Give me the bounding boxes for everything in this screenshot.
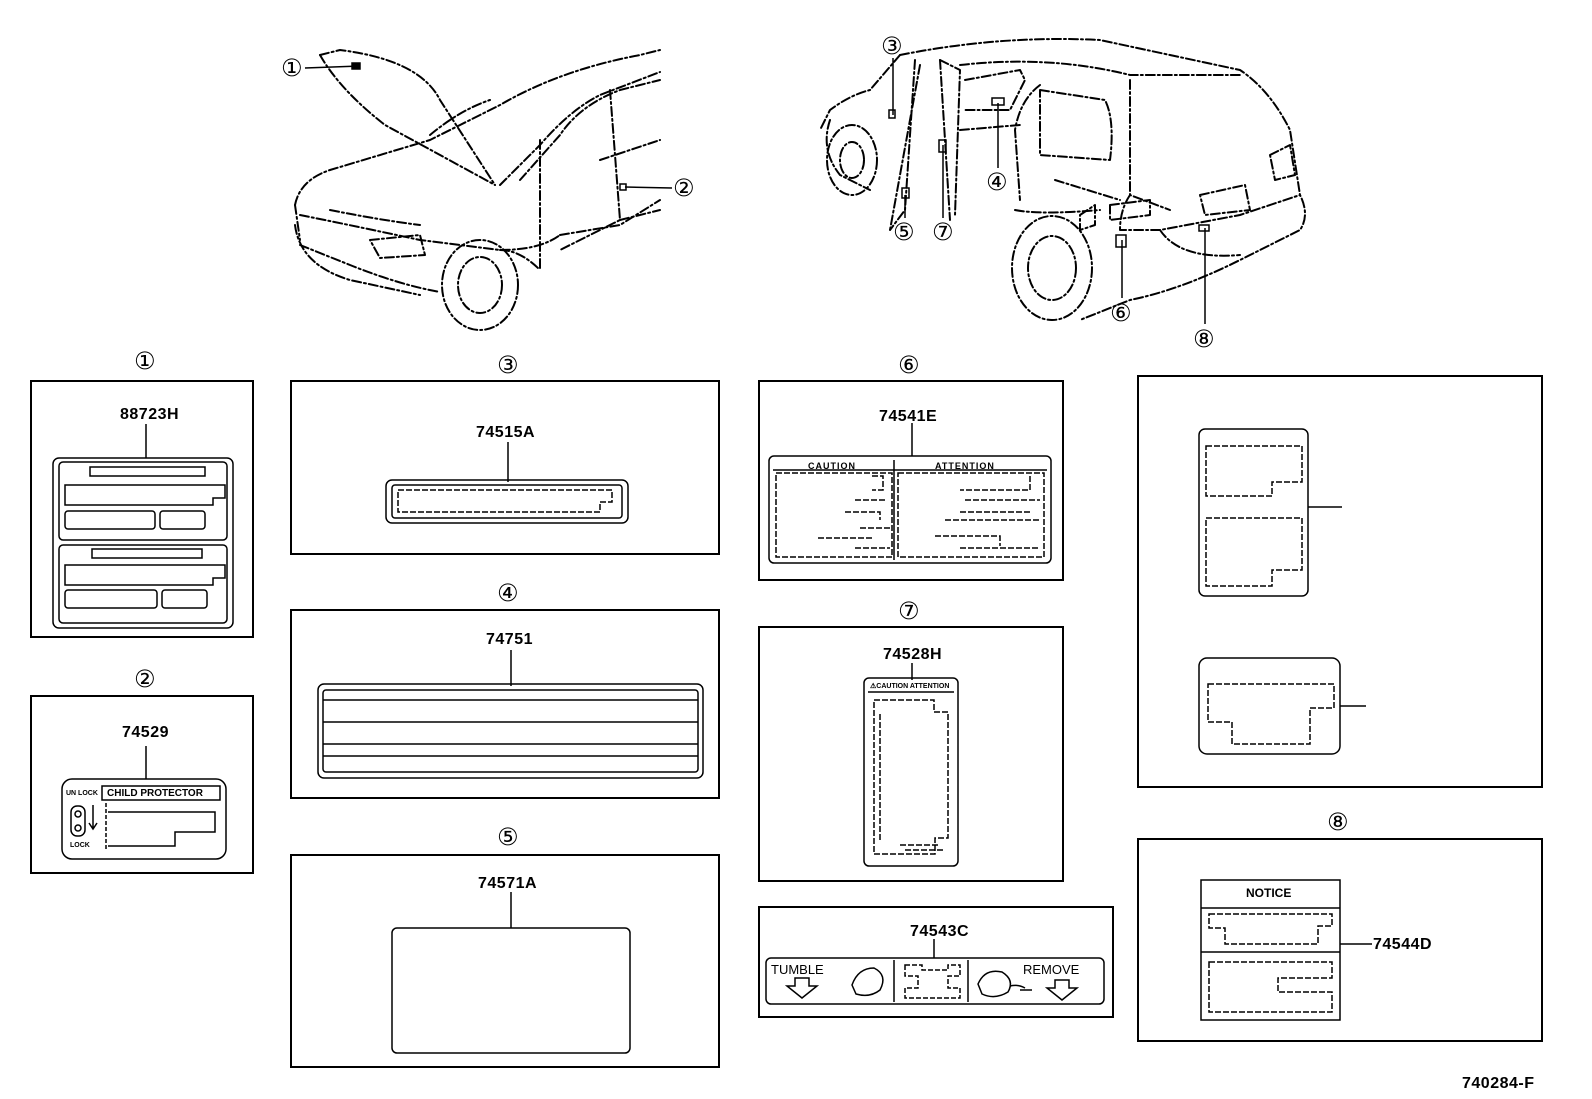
panel-4: 74751 [290,609,720,799]
panel-8-notice-text: NOTICE [1246,886,1292,900]
panel-2-number: ② [134,665,156,693]
callout-6: ⑥ [1110,299,1132,327]
part-number-74751: 74751 [486,631,533,648]
lock-label: LOCK [70,842,90,849]
diagram-code: 740284-F [1462,1075,1535,1092]
callout-1: ① [281,54,303,82]
callout-4: ④ [986,168,1008,196]
unlock-label: UN LOCK [66,790,98,797]
caution-heading: CAUTION [808,461,856,471]
panel-3: 74515A [290,380,720,555]
panel-8-number: ⑧ [1327,808,1349,836]
callout-7: ⑦ [932,218,954,246]
part-number-74571A: 74571A [478,875,538,892]
panel-4-number: ④ [497,579,519,607]
part-number-74529: 74529 [122,724,169,741]
panel-6-number: ⑥ [898,351,920,379]
callout-3: ③ [881,32,903,60]
part-number-74515A: 74515A [476,424,536,441]
caution-attention-header: ⚠CAUTION ATTENTION [870,683,950,690]
child-protector-label: CHILD PROTECTOR [107,788,203,799]
part-number-74541E: 74541E [879,408,938,425]
panel-7-number: ⑦ [898,597,920,625]
panel-3-number: ③ [497,351,519,379]
panel-1: 88723H [30,380,254,638]
tumble-label: TUMBLE [771,962,824,977]
part-number-74528H: 74528H [883,646,943,663]
callout-5: ⑤ [893,218,915,246]
panel-7: 74528H [758,626,1064,882]
callout-2: ② [673,174,695,202]
callout-8: ⑧ [1193,325,1215,353]
panel-5-number: ⑤ [497,823,519,851]
panel-5: 74571A [290,854,720,1068]
panel-2: 74529 [30,695,254,874]
front-vehicle-drawing [294,49,661,331]
remove-label: REMOVE [1023,962,1080,977]
part-number-88723H: 88723H [120,406,180,423]
panel-1-number: ① [134,347,156,375]
part-number-74544D: 74544D [1373,936,1433,953]
panel-74543C: 74543C [758,906,1114,1018]
attention-heading: ATTENTION [935,461,995,471]
part-number-74543C: 74543C [910,923,970,940]
